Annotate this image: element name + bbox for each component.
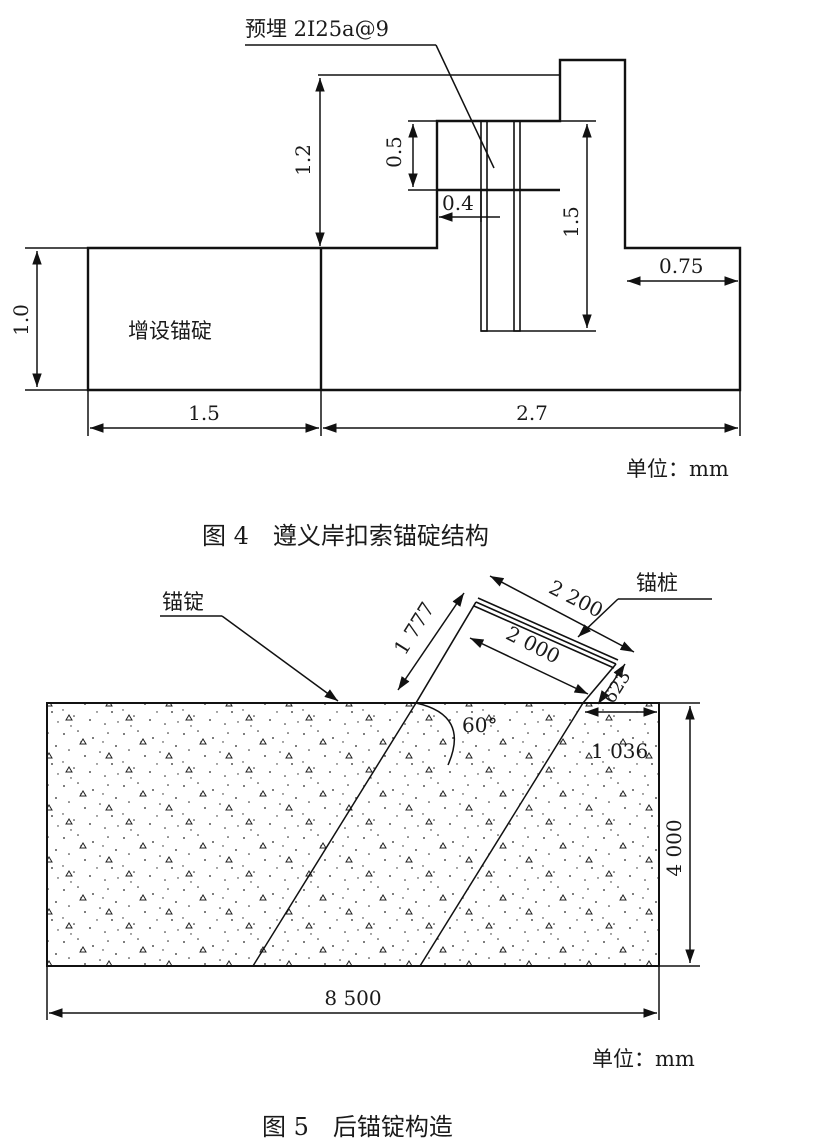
dim-text-2-7: 2.7: [516, 401, 548, 425]
dim-line-1777: [397, 592, 465, 691]
anchor-label-leader: [221, 615, 339, 702]
figure-5: 1 777 2 200 2 000 623 60° 1 036 4 000 8 …: [46, 571, 712, 1141]
embedded-label-leader: [435, 44, 495, 169]
dim-text-0-5: 0.5: [382, 136, 406, 168]
dim-line-2000: [469, 637, 589, 695]
concrete-block: [46, 702, 660, 967]
anchor-line-left: [252, 702, 417, 967]
angle-arc: [415, 702, 456, 766]
dim-text-1-5v: 1.5: [559, 206, 583, 238]
pile-label: 锚桩: [636, 571, 678, 595]
fig4-unit: 单位：mm: [626, 457, 729, 481]
dim-text-angle: 60°: [462, 713, 497, 737]
figure-4: 预埋 2I25a@9 1.2 0.5 0.4 1.5 0.75 1.0: [9, 17, 742, 550]
dim-text-1-2: 1.2: [291, 144, 315, 176]
dim-text-4000: 4 000: [662, 819, 686, 876]
dim-text-1-5: 1.5: [188, 401, 220, 425]
dim-text-1777: 1 777: [389, 598, 440, 659]
fig5-caption: 图 5 后锚锭构造: [262, 1113, 453, 1141]
dim-text-2200: 2 200: [545, 575, 607, 622]
dim-line-623: [597, 663, 626, 705]
anchor-line-right: [419, 702, 584, 967]
pile-label-leader: [577, 598, 619, 638]
dim-text-623: 623: [599, 667, 635, 707]
anchor-structure-outline: [86, 58, 742, 392]
anchor-label: 锚锭: [162, 590, 204, 614]
dim-text-0-75: 0.75: [659, 254, 704, 278]
embedded-label: 预埋 2I25a@9: [245, 17, 389, 41]
dim-text-0-4: 0.4: [442, 191, 474, 215]
dim-line-2200: [489, 575, 635, 653]
dim-text-8500: 8 500: [324, 986, 381, 1010]
dim-text-1036: 1 036: [591, 739, 648, 763]
embedded-i-beams: [480, 120, 560, 332]
fig4-caption: 图 4 遵义岸扣索锚碇结构: [202, 522, 489, 550]
added-anchor-label: 增设锚碇: [128, 319, 212, 343]
fig5-unit: 单位：mm: [592, 1047, 695, 1071]
dim-text-1-0: 1.0: [9, 304, 33, 336]
